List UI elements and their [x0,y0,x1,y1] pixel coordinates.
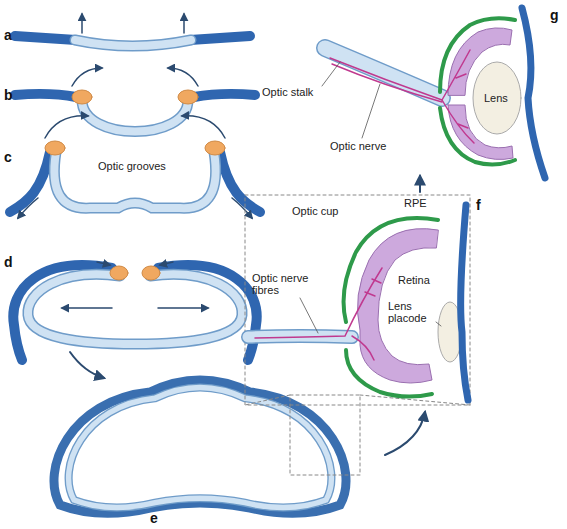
panel-letter: b [4,88,18,103]
part-label: Lens placode [388,300,434,324]
part-label: Optic stalk [262,86,324,98]
part-label: Optic grooves [98,160,188,172]
panel-letter: c [4,150,18,165]
part-label: Retina [398,274,438,286]
part-label: Optic cup [292,205,352,217]
panel-letter: g [550,8,564,23]
panel-letter: d [4,255,18,270]
panel-letter: e [150,511,164,526]
part-label: Optic nerve fibres [252,272,324,296]
part-label: Optic nerve [330,140,396,152]
panel-letter: f [476,198,490,213]
panel-letter: a [4,28,18,43]
part-label: RPE [404,197,434,209]
part-label: Lens [484,92,514,104]
